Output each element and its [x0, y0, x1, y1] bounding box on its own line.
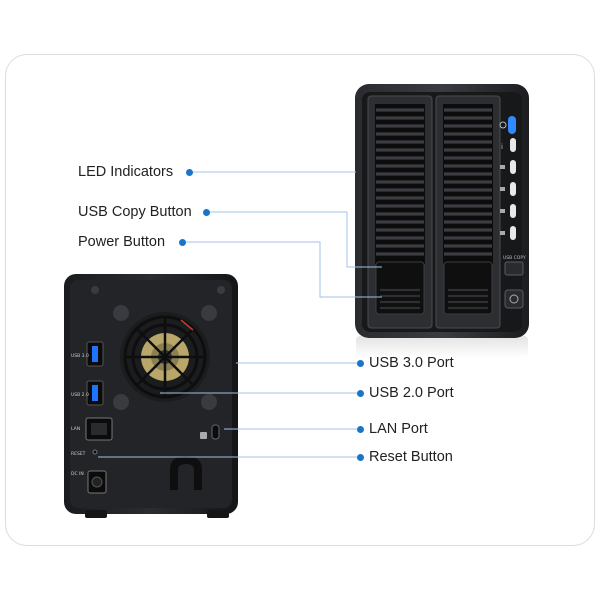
callout-dot-power	[179, 239, 186, 246]
nas-front-view: i USB COPY	[355, 84, 529, 358]
device-label-dcin: DC IN	[71, 471, 84, 477]
callout-dot-reset	[357, 454, 364, 461]
led-indicators: i	[499, 116, 516, 240]
callout-dot-lan	[357, 426, 364, 433]
callout-dot-usb20	[357, 390, 364, 397]
callout-reset-button: Reset Button	[369, 449, 453, 465]
callout-usb-copy-button: USB Copy Button	[78, 204, 192, 220]
usb-copy-button-shape	[504, 261, 524, 276]
callout-usb30-port: USB 3.0 Port	[369, 355, 454, 371]
callout-power-button: Power Button	[78, 234, 166, 250]
power-button-shape	[504, 289, 524, 309]
device-label-usb-copy: USB COPY	[503, 255, 526, 261]
device-label-reset: RESET	[71, 451, 86, 457]
device-label-lan: LAN	[71, 426, 80, 432]
callout-dot-led	[186, 169, 193, 176]
callout-dot-usb30	[357, 360, 364, 367]
callout-usb20-port: USB 2.0 Port	[369, 385, 454, 401]
nas-rear-view: USB 3.0 USB 2.0 LAN RESET DC IN	[64, 274, 238, 518]
leader-lines	[98, 171, 382, 458]
device-label-usb30: USB 3.0	[71, 353, 89, 359]
svg-text:i: i	[501, 143, 503, 151]
callout-lan-port: LAN Port	[369, 421, 428, 437]
device-label-usb20: USB 2.0	[71, 392, 89, 398]
callout-dot-usb-copy	[203, 209, 210, 216]
callout-led-indicators: LED Indicators	[78, 164, 174, 180]
